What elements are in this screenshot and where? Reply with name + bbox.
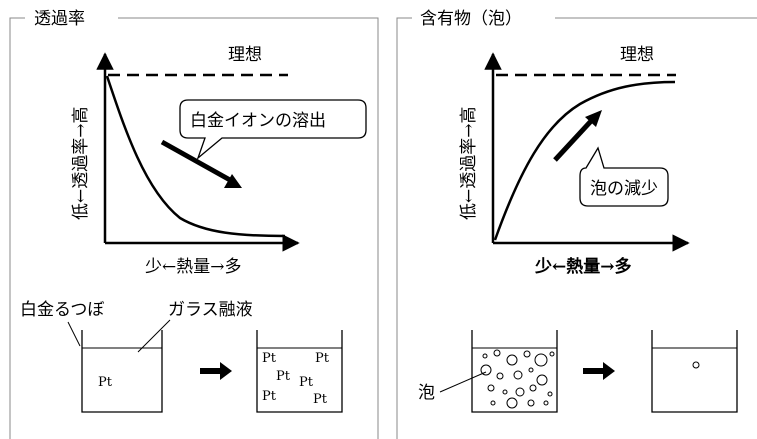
left-trend-arrowhead [224,174,242,188]
left-process-arrow [200,362,232,380]
left-callout-text: 白金イオンの溶出 [190,111,326,131]
right-panel-frame [396,17,757,439]
left-callout-bubble [179,99,367,161]
right-ideal-label: 理想 [620,45,654,65]
right-trend-arrow [553,118,594,162]
crucible-few-bubbles [651,330,738,413]
bubbles [480,349,555,409]
crucible-before [81,330,163,413]
left-transmittance-curve [105,75,286,238]
right-trend-arrowhead [585,110,602,127]
left-x-axis-label: 少←熱量→多 [145,257,242,277]
pt-after-4: Pt [299,375,314,390]
right-panel-title: 含有物（泡） [420,9,522,29]
glass-melt-label: ガラス融液 [168,300,253,320]
crucible-label: 白金るつぼ [20,300,104,320]
right-transmittance-curve [493,80,676,241]
right-callout-text: 泡の減少 [590,179,658,199]
crucible-after [256,330,343,413]
remaining-bubble [692,361,700,369]
glass-melt-pointer [137,319,171,353]
bubble-pointer [439,371,487,393]
left-panel-title: 透過率 [34,9,85,29]
left-panel-frame [9,17,379,439]
bubble-label: 泡 [418,383,435,403]
pt-after-6: Pt [313,392,328,407]
left-trend-arrow [160,139,232,183]
pt-after-5: Pt [262,389,277,404]
pt-after-3: Pt [276,369,291,384]
pt-before: Pt [98,375,113,390]
left-y-axis-label: 低←透過率→高 [71,107,91,221]
pt-after-1: Pt [262,351,277,366]
left-panel: 透過率 理想 低←透過率→高 少←熱量→多 白金イオンの溶出 白金るつぼ ガラス… [9,9,379,439]
right-y-axis-label: 低←透過率→高 [459,107,479,221]
crucible-with-bubbles [471,330,558,413]
pt-after-2: Pt [315,351,330,366]
right-panel: 含有物（泡） 理想 低←透過率→高 少←熱量→多 泡の減少 [396,9,757,439]
left-ideal-label: 理想 [228,45,262,65]
right-callout-bubble [579,146,669,207]
crucible-pointer [67,321,81,347]
right-x-axis-label: 少←熱量→多 [534,256,632,277]
right-process-arrow [583,362,615,380]
